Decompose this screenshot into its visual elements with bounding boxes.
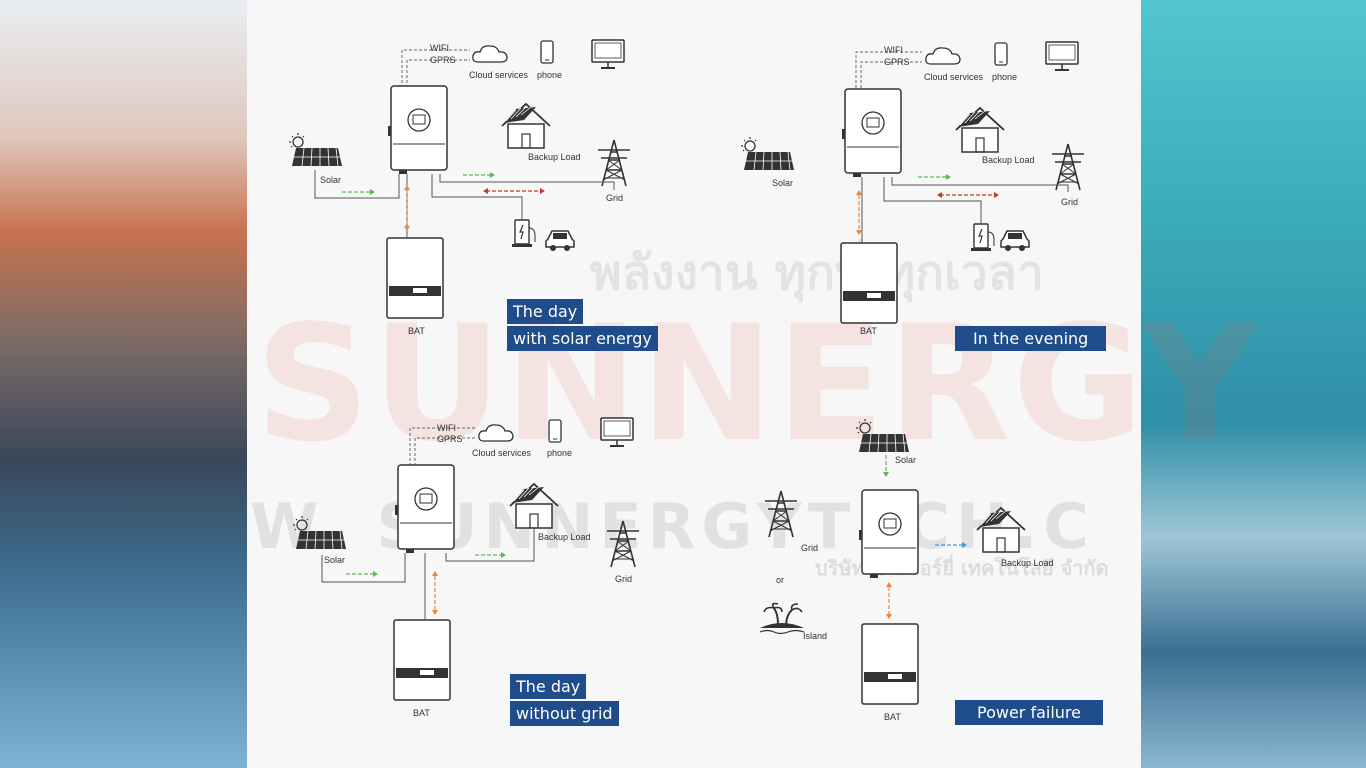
q2-bat-label: BAT [860,326,877,336]
q1-wifi-label: WIFI [430,43,449,53]
q4-island-label: Island [803,631,827,641]
q1-load-label: Backup Load [528,152,581,162]
q1-bat-label: BAT [408,326,425,336]
q1-caption-line1: The day [507,299,584,324]
q4-load-label: Backup Load [1001,558,1054,568]
q3-phone-label: phone [547,448,572,458]
q4-grid-label: Grid [801,543,818,553]
q1-phone-label: phone [537,70,562,80]
q2-grid-label: Grid [1061,197,1078,207]
q2-load-label: Backup Load [982,155,1035,165]
q3-caption-line2: without grid [510,701,619,726]
q1-gprs-label: GPRS [430,55,456,65]
q4-caption: Power failure [955,700,1103,725]
q2-wifi-label: WIFI [884,45,903,55]
q3-caption-line1: The day [510,674,587,699]
q2-caption: In the evening [955,326,1107,351]
q3-gprs-label: GPRS [437,434,463,444]
q3-load-label: Backup Load [538,532,591,542]
q2-solar-label: Solar [772,178,793,188]
q3-solar-label: Solar [324,555,345,565]
background-right [1141,0,1366,768]
q1-cloud-label: Cloud services [469,70,529,80]
q1-solar-label: Solar [320,175,341,185]
q1-grid-label: Grid [606,193,623,203]
q3-grid-label: Grid [615,574,632,584]
q4-bat-label: BAT [884,712,901,722]
q2-phone-label: phone [992,72,1017,82]
q4-solar-label: Solar [895,455,916,465]
q1-caption-line2: with solar energy [507,326,658,351]
q3-cloud-label: Cloud services [472,448,532,458]
q2-gprs-label: GPRS [884,57,910,67]
q3-wifi-label: WIFI [437,423,456,433]
q4-or-label: or [776,575,784,585]
q3-bat-label: BAT [413,708,430,718]
q2-cloud-label: Cloud services [924,72,984,82]
background-left [0,0,247,768]
